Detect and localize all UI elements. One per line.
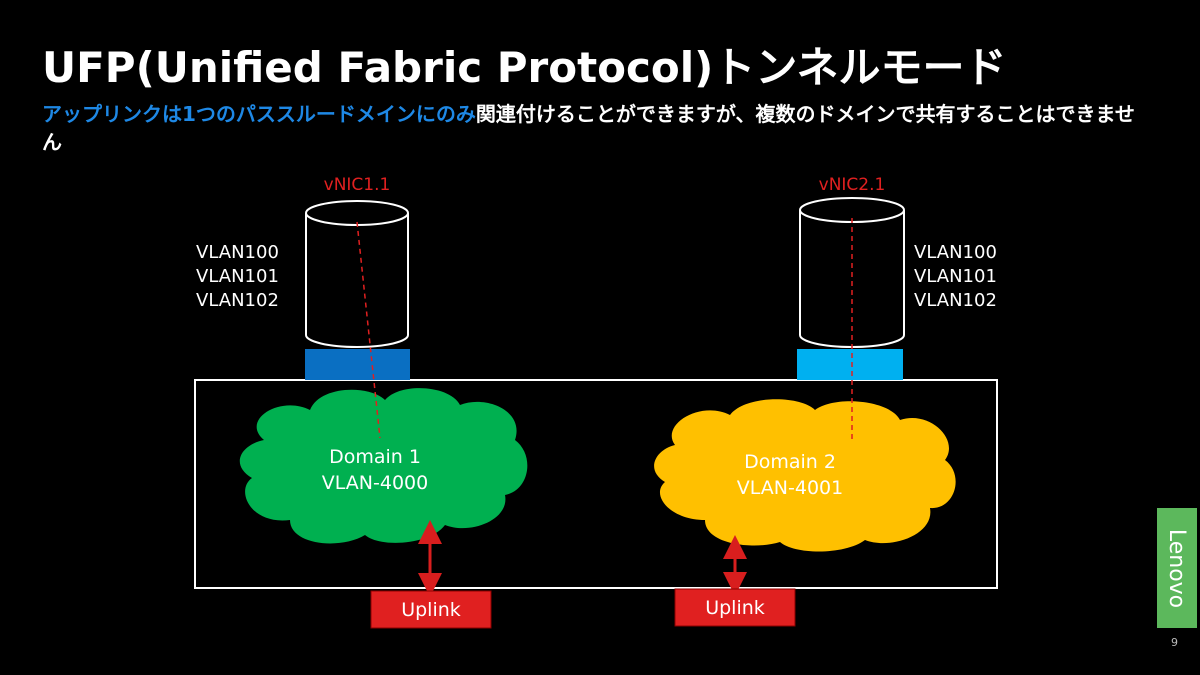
domain-2-name: Domain 2 [744,451,836,473]
domain-1-name: Domain 1 [329,446,421,468]
uplink-right-label: Uplink [705,597,765,619]
vlan-left-1: VLAN101 [196,266,279,287]
switch-box [194,379,998,589]
port-left [305,349,410,380]
domain-1-cloud [239,388,528,544]
uplink-left-button[interactable]: Uplink [370,590,492,629]
vnic-left-path [356,221,381,439]
vlan-right-2: VLAN102 [914,290,997,311]
domain-2-vlan: VLAN-4001 [737,477,843,499]
vnic-right-label: vNIC2.1 [819,175,886,195]
port-right [797,349,903,380]
vlan-left-0: VLAN100 [196,242,279,263]
uplink-right-button[interactable]: Uplink [674,588,796,627]
subtitle-rest: 関連付けることができますが、複数のドメインで共有することはできません [42,102,1135,154]
page-subtitle: アップリンクは1つのパススルードメインにのみ関連付けることができますが、複数のド… [42,100,1142,156]
page-number: 9 [1171,636,1178,649]
vlan-right-1: VLAN101 [914,266,997,287]
logo-text: Lenovo [1164,528,1190,608]
domain-1-vlan: VLAN-4000 [322,472,428,494]
vnic-left-label: vNIC1.1 [324,175,391,195]
subtitle-highlight: アップリンクは1つのパススルードメインにのみ [42,102,476,126]
page-title: UFP(Unified Fabric Protocol)トンネルモード [42,43,1007,92]
uplink-left-label: Uplink [401,599,461,621]
domain-2-cloud [654,399,956,552]
vlan-right-0: VLAN100 [914,242,997,263]
vlan-left-2: VLAN102 [196,290,279,311]
lenovo-logo: Lenovo [1157,508,1197,628]
